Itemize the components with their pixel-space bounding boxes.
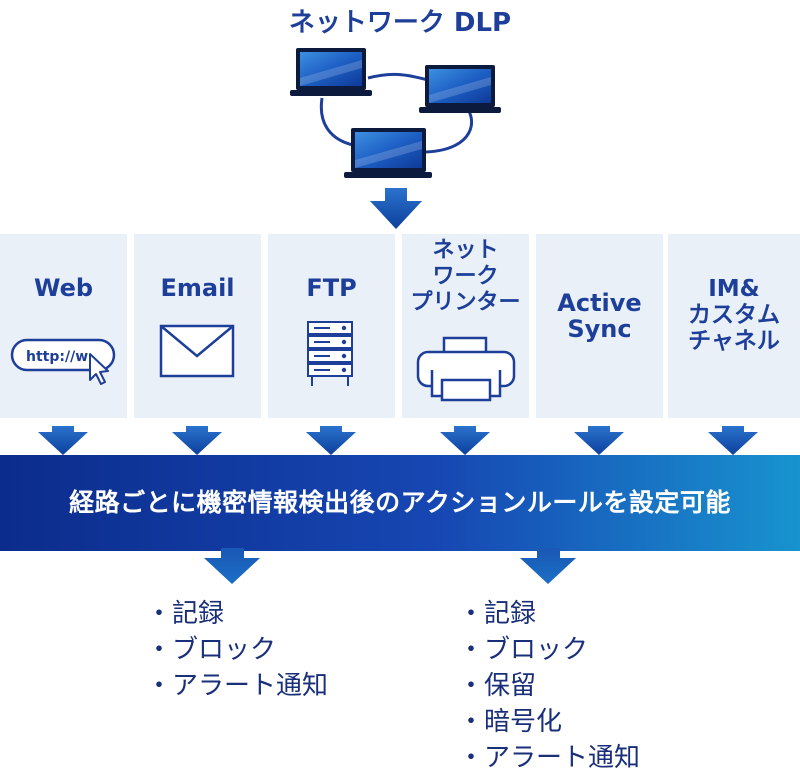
channel-label: Email [160, 274, 235, 302]
diagram-title: ネットワーク DLP [288, 8, 512, 38]
channel-label-line: IM& [708, 276, 760, 302]
down-arrow-icon [440, 426, 490, 455]
list-item: ・アラート通知 [146, 671, 329, 701]
action-rule-banner: 経路ごとに機密情報検出後のアクションルールを設定可能 [0, 455, 800, 551]
list-item: ・ブロック [146, 635, 277, 665]
channel-ftp: FTP [268, 234, 395, 418]
channel-email: Email [134, 234, 261, 418]
action-list-right: ・記録 ・ブロック ・保留 ・暗号化 ・アラート通知 [458, 596, 640, 776]
channel-arrows [38, 426, 758, 455]
action-list-left: ・記録 ・ブロック ・アラート通知 [146, 596, 328, 704]
channel-label-line: Active [557, 289, 642, 317]
down-arrow-icon [520, 548, 576, 584]
channel-label: ネット ワーク プリンター [402, 238, 529, 316]
list-item: ・記録 [146, 599, 225, 629]
banner-arrows [204, 548, 576, 584]
channel-label-line: カスタム [688, 302, 780, 328]
network-link-line [367, 72, 429, 82]
channel-label-line: チャネル [688, 328, 780, 354]
channel-label-line: ネット [432, 238, 499, 263]
down-arrow-icon [172, 426, 222, 455]
channel-label: Web [33, 274, 94, 302]
laptop-icon [290, 48, 372, 96]
envelope-icon [159, 324, 235, 378]
channel-label-line: ワーク [432, 264, 499, 289]
printer-icon [416, 336, 516, 402]
list-item: ・暗号化 [458, 707, 563, 737]
network-laptops-illustration [290, 48, 501, 229]
channel-activesync: Active Sync [536, 234, 663, 418]
banner-text: 経路ごとに機密情報検出後のアクションルールを設定可能 [69, 488, 731, 517]
channel-label: IM& カスタム チャネル [668, 276, 800, 354]
channel-network-printer: ネット ワーク プリンター [402, 234, 529, 418]
laptop-icon [419, 65, 501, 113]
down-arrow-icon [370, 188, 422, 229]
channel-web: Web http://w [0, 234, 127, 418]
server-icon [307, 321, 353, 386]
list-item: ・保留 [458, 671, 537, 701]
browser-url-icon: http://w [10, 338, 116, 385]
down-arrow-icon [204, 548, 260, 584]
list-item: ・アラート通知 [458, 743, 641, 773]
channel-im-custom: IM& カスタム チャネル [668, 234, 800, 418]
channel-label: FTP [306, 274, 357, 302]
network-link-line [319, 97, 354, 147]
down-arrow-icon [38, 426, 88, 455]
url-text: http://w [26, 349, 88, 365]
channel-label-line: Sync [567, 315, 632, 343]
channel-label: Active Sync [536, 290, 663, 342]
list-item: ・ブロック [458, 635, 589, 665]
down-arrow-icon [708, 426, 758, 455]
channel-label-line: プリンター [410, 290, 521, 315]
down-arrow-icon [574, 426, 624, 455]
list-item: ・記録 [458, 599, 537, 629]
laptop-icon [344, 128, 432, 178]
down-arrow-icon [306, 426, 356, 455]
